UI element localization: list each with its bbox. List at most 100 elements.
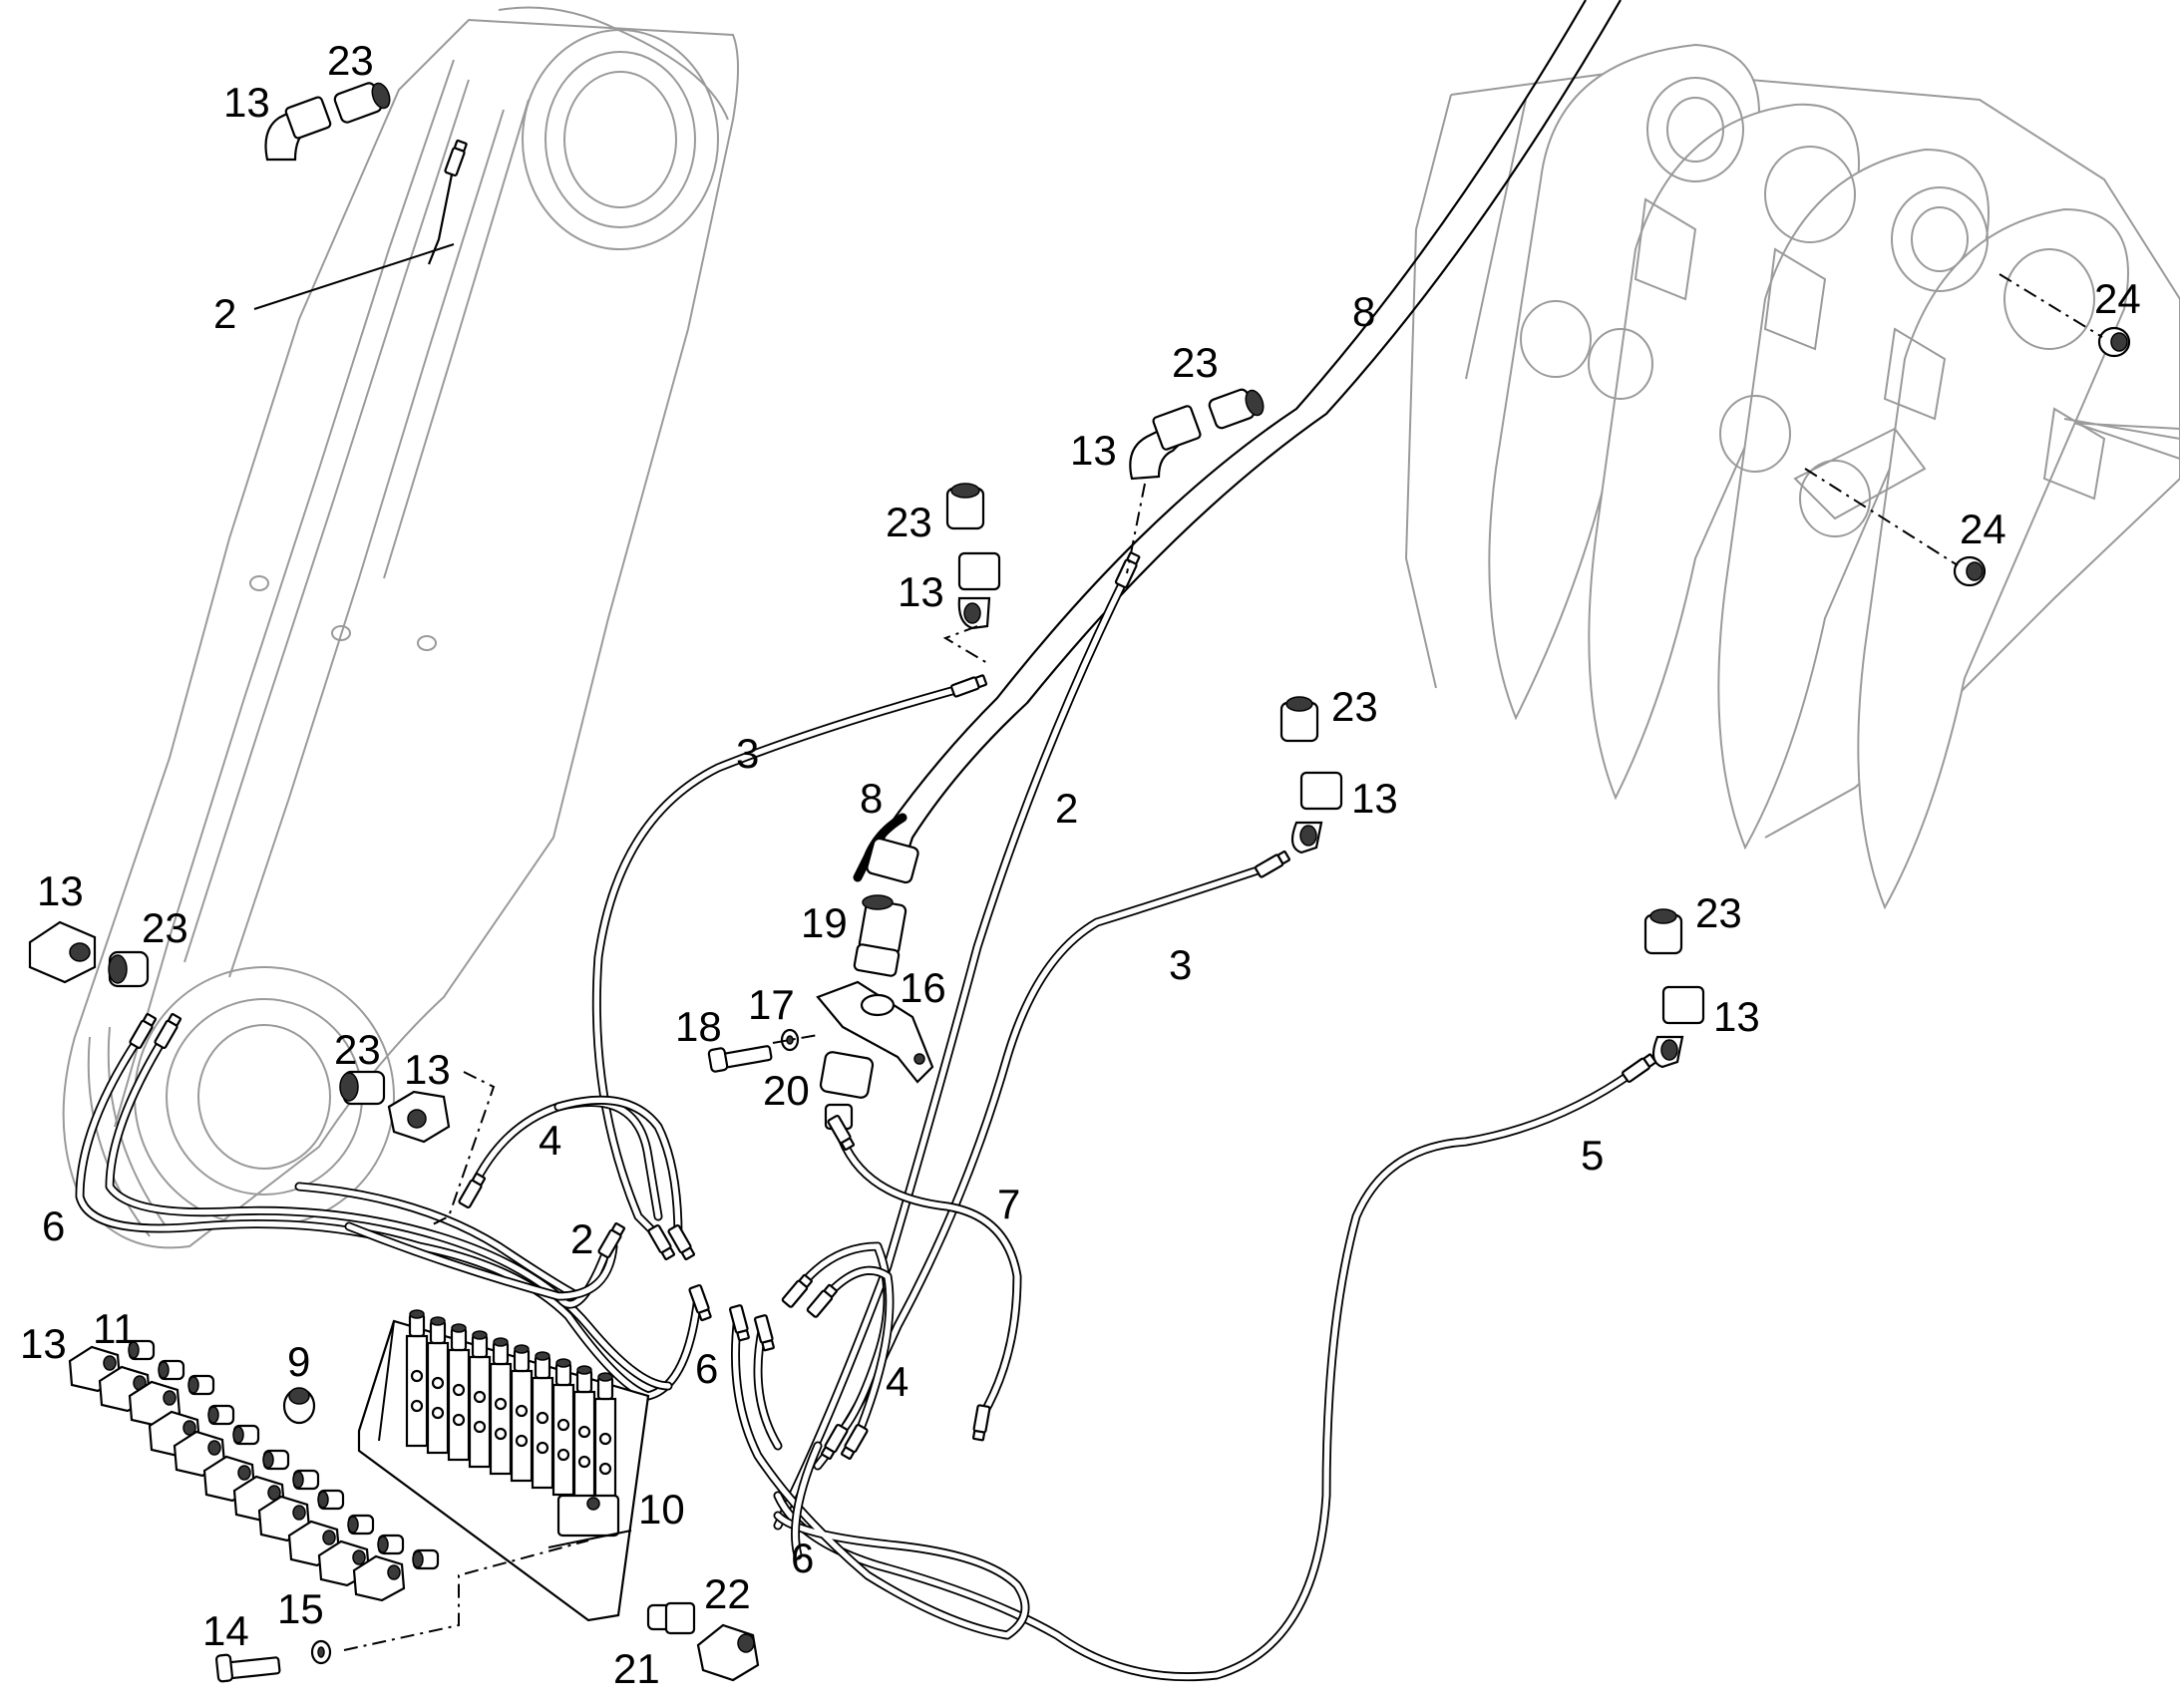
hose-end-crimp [129,1012,158,1050]
callout-15: 15 [277,1585,324,1632]
elbow-fitting [352,1554,406,1602]
hose-end-crimp [971,1404,991,1442]
callout-13: 13 [1070,427,1117,474]
hose-end-crimp [154,1012,182,1050]
plug-24-b [1953,555,1987,587]
callout-23: 23 [327,37,374,84]
callout-13: 13 [404,1046,451,1093]
elbow-fitting-13-d [1290,771,1343,854]
hose-end-crimp [1254,850,1291,878]
distributor-valve [593,1372,617,1511]
nut-20 [819,1051,875,1131]
hose-end-crimp [458,1172,487,1209]
hose-end-crimp [728,1304,750,1342]
callout-14: 14 [202,1607,249,1654]
distributor-valve [489,1337,513,1476]
callout-8: 8 [860,775,883,822]
plug-24-a [2097,326,2131,358]
elbow-fitting-13-a [264,96,332,162]
fittings [28,82,2131,1683]
adapter-23-g [339,1070,386,1106]
hose-end-crimp [820,1423,849,1461]
adapter-fitting [317,1489,345,1511]
callout-23: 23 [142,904,188,951]
hose-end-crimp [444,139,468,176]
distributor-valve [572,1365,596,1504]
adapter-fitting [262,1449,290,1471]
callout-13: 13 [20,1320,67,1367]
adapter-fitting [128,1339,156,1361]
elbow-fitting-22 [696,1623,760,1682]
elbow-fitting-13-e [1651,985,1705,1069]
callout-2: 2 [1055,785,1078,832]
hose-end-crimp [781,1273,813,1308]
adapter-fitting [158,1359,185,1381]
callout-3: 3 [1169,941,1192,988]
hose-end-crimp [667,1223,696,1261]
callout-22: 22 [704,1570,751,1617]
callout-17: 17 [748,981,795,1028]
hose-end-crimp [753,1314,775,1352]
distributor-valve [426,1316,450,1455]
hose-nut-8 [866,837,919,884]
callout-4: 4 [886,1358,908,1405]
hose-end-crimp [688,1284,712,1322]
washer-15 [310,1639,332,1665]
callout-9: 9 [287,1338,310,1385]
fitting-set-11-13 [68,1339,440,1602]
hose-end-crimp [597,1221,626,1259]
callout-5: 5 [1581,1132,1604,1179]
bucket-linkage [1404,43,2180,910]
adapter-23-d [1279,696,1319,743]
elbow-fitting-13-g [387,1090,451,1144]
bracket-16 [816,980,934,1084]
callout-labels: 23 13 2 8 23 13 24 24 23 13 3 8 2 23 13 … [20,37,2141,1692]
callout-13: 13 [223,79,270,126]
callout-23: 23 [1331,683,1378,730]
leader-2-top [253,243,455,310]
adapter-fitting [292,1469,320,1491]
distributor-block-10 [357,1309,650,1622]
hose-end-crimp [840,1423,869,1461]
callout-23: 23 [1695,889,1742,936]
distributor-valve [468,1330,492,1469]
callout-13: 13 [898,568,944,615]
callout-24: 24 [1960,506,2006,552]
leader-10 [547,1530,632,1548]
adapter-fitting [377,1534,405,1555]
hose-end-crimp [1622,1053,1657,1083]
callout-2: 2 [213,290,236,337]
distributor-valve [447,1323,471,1462]
hose-end-crimp [950,674,988,698]
callout-13: 13 [37,867,84,914]
callout-23: 23 [1172,339,1219,386]
adapter-23-e [1643,908,1683,955]
hose-end-crimp [1114,551,1141,589]
adapter-fitting [412,1548,440,1570]
hose-end-crimp [827,1114,856,1152]
adapter-23-f [108,950,150,988]
callout-6: 6 [695,1345,718,1392]
bolt-14 [214,1653,281,1683]
callout-16: 16 [900,964,946,1011]
washer-17 [780,1028,800,1052]
adapter-21 [646,1601,696,1635]
callout-8: 8 [1352,288,1375,335]
hose-ends [129,139,1657,1461]
distributor-valve [531,1351,554,1490]
callout-24: 24 [2094,275,2141,322]
callout-23: 23 [334,1026,381,1073]
elbow-fitting-13-c [957,551,1001,630]
distributor-valve [510,1344,534,1483]
adapter-fitting [347,1514,375,1536]
adapter-23-c [945,483,985,530]
adapter-23-a [333,82,391,124]
elbow-fitting-13-f [28,920,97,984]
assembly-centerlines [343,273,2103,1651]
callout-6: 6 [791,1535,814,1581]
callout-4: 4 [539,1117,561,1164]
elbow-fitting-13-b [1129,405,1202,481]
hose-end-crimp [647,1223,676,1261]
distributor-valve [551,1358,575,1497]
